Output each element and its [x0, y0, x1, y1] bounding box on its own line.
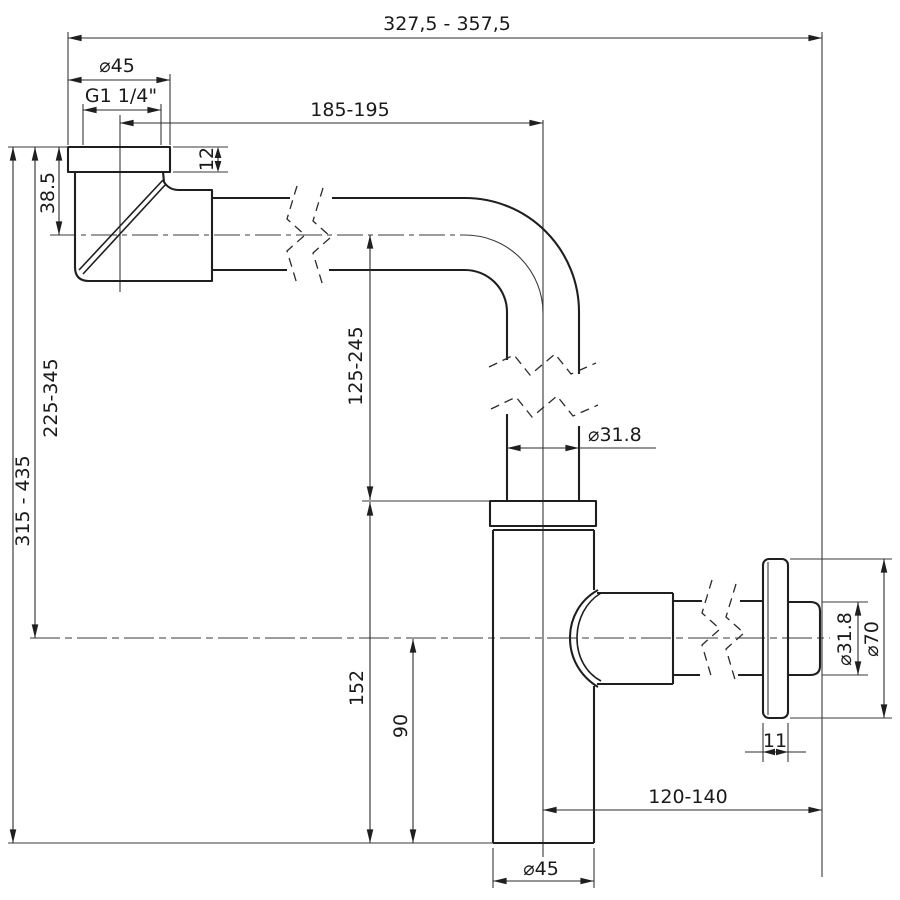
label-trap-body-height: 152 [346, 670, 368, 706]
label-inlet-thread: G1 1/4" [85, 85, 157, 107]
trap-coupling-nut [488, 499, 598, 528]
arrow-flange-right [776, 748, 788, 756]
pipe-bend [464, 196, 581, 313]
outlet-bulge-inner [576, 592, 602, 682]
inlet-elbow [66, 145, 214, 283]
side-outlet [568, 589, 763, 688]
wall-flange [761, 557, 822, 720]
label-flange-diameter: ⌀70 [861, 621, 883, 657]
label-trap-body-diameter: ⌀45 [523, 858, 559, 880]
arrow-flange-left [763, 748, 775, 756]
horizontal-pipe-edges [212, 196, 465, 272]
outlet-pipe-edges [673, 599, 763, 677]
inlet-nut [66, 145, 172, 174]
label-trap-axis-to-wall: 120-140 [648, 786, 727, 808]
riser-edges [505, 312, 581, 501]
pipe-bend-axis [464, 234, 544, 314]
break-outlet-pipe [701, 579, 745, 684]
arrow-nut-down [214, 161, 222, 172]
label-inlet-nut-height: 12 [196, 147, 218, 171]
outlet-horn [597, 591, 675, 686]
label-flange-thickness: 11 [763, 730, 787, 752]
label-wall-tube-diameter: ⌀31.8 [834, 612, 856, 666]
extension-lines [8, 32, 892, 888]
outlet-bulge-outer [568, 589, 599, 688]
horizontal-pipe [212, 196, 581, 313]
label-total-width: 327,5 - 357,5 [383, 13, 511, 35]
inlet-elbow-miter [78, 179, 167, 275]
break-riser-pipe [488, 353, 599, 418]
flange-disc [761, 557, 790, 720]
inlet-elbow-body [73, 171, 214, 283]
vertical-riser-pipe [505, 312, 581, 501]
dimension-lines [9, 34, 888, 885]
label-inlet-elbow-height: 38.5 [37, 172, 59, 214]
arrow-nut-up [214, 147, 222, 158]
label-inlet-diameter: ⌀45 [99, 55, 135, 77]
pipe-break-symbols [286, 185, 745, 684]
wall-stub [788, 600, 822, 677]
label-total-height: 315 - 435 [12, 455, 34, 546]
label-riser-length: 125-245 [345, 326, 367, 405]
label-outlet-axis-to-bottom: 90 [390, 714, 412, 738]
trap [488, 499, 598, 845]
break-horizontal-pipe [286, 185, 332, 287]
label-top-to-outlet-axis: 225-345 [40, 358, 62, 437]
extension-lines-left-bottom [8, 500, 595, 888]
trap-body [491, 528, 596, 845]
extension-lines-flange [762, 558, 892, 762]
label-riser-diameter: ⌀31.8 [588, 424, 642, 446]
dimension-labels: 327,5 - 357,5 ⌀45 G1 1/4" 185-195 12 38.… [12, 13, 883, 880]
centerlines [30, 115, 830, 857]
label-inlet-to-riser: 185-195 [310, 99, 389, 121]
